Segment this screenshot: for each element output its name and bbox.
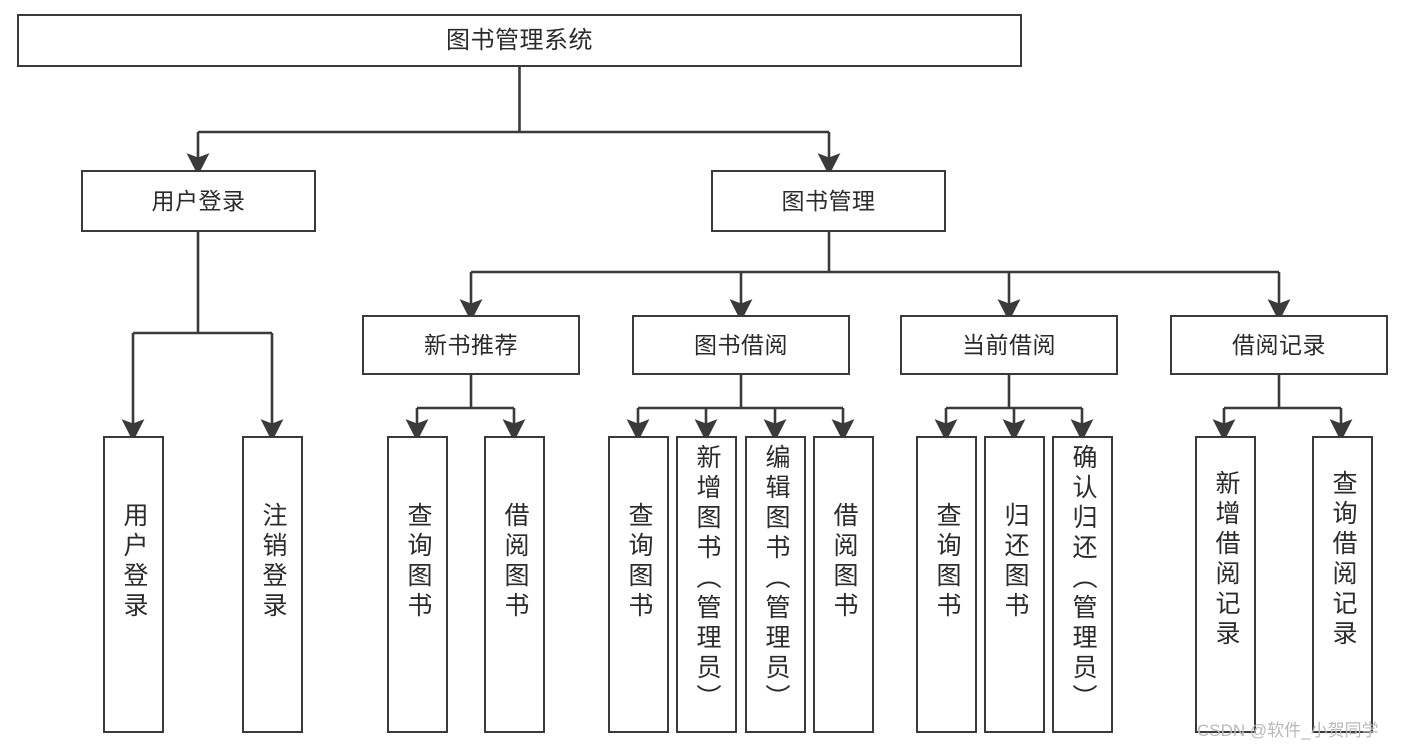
node-borrow-record[interactable]: 借阅记录 [1170,315,1388,375]
leaf-current-confirm-return-admin[interactable]: 确认归还（管理员） [1052,436,1113,733]
node-label: 查询图书 [404,502,432,622]
node-current-borrow[interactable]: 当前借阅 [900,315,1118,375]
node-label: 图书管理 [781,187,876,214]
node-label: 用户登录 [120,502,148,622]
node-user-login[interactable]: 用户登录 [81,170,316,232]
node-root-system[interactable]: 图书管理系统 [17,14,1022,67]
csdn-watermark: CSDN @软件_小贺同学 [1197,721,1379,740]
node-book-borrow[interactable]: 图书借阅 [632,315,850,375]
leaf-new-book-borrow[interactable]: 借阅图书 [484,436,545,733]
node-label: 图书借阅 [694,331,788,358]
node-label: 新增图书（管理员） [693,444,721,714]
leaf-new-book-query[interactable]: 查询图书 [387,436,448,733]
node-label: 新增借阅记录 [1212,470,1240,650]
node-new-book-recommend[interactable]: 新书推荐 [362,315,580,375]
node-label: 借阅记录 [1232,331,1326,358]
node-label: 注销登录 [259,502,287,622]
leaf-user-login-login[interactable]: 用户登录 [103,436,164,733]
leaf-user-login-logout[interactable]: 注销登录 [242,436,303,733]
leaf-current-return-book[interactable]: 归还图书 [984,436,1045,733]
node-label: 当前借阅 [962,331,1056,358]
node-book-management[interactable]: 图书管理 [711,170,946,232]
leaf-borrow-borrow-book[interactable]: 借阅图书 [813,436,874,733]
node-label: 查询图书 [933,502,961,622]
node-label: 新书推荐 [424,331,518,358]
leaf-current-query-book[interactable]: 查询图书 [916,436,977,733]
node-label: 借阅图书 [501,502,529,622]
node-label: 查询借阅记录 [1329,470,1357,650]
node-label: 确认归还（管理员） [1069,444,1097,714]
node-label: 编辑图书（管理员） [762,444,790,714]
node-label: 查询图书 [625,502,653,622]
node-label: 借阅图书 [830,502,858,622]
leaf-record-query-record[interactable]: 查询借阅记录 [1312,436,1373,733]
node-label: 用户登录 [151,187,246,214]
leaf-record-add-record[interactable]: 新增借阅记录 [1195,436,1256,733]
leaf-borrow-query-book[interactable]: 查询图书 [608,436,669,733]
leaf-borrow-add-book-admin[interactable]: 新增图书（管理员） [676,436,737,733]
node-label: 归还图书 [1001,502,1029,622]
leaf-borrow-edit-book-admin[interactable]: 编辑图书（管理员） [745,436,806,733]
node-label: 图书管理系统 [446,26,593,54]
